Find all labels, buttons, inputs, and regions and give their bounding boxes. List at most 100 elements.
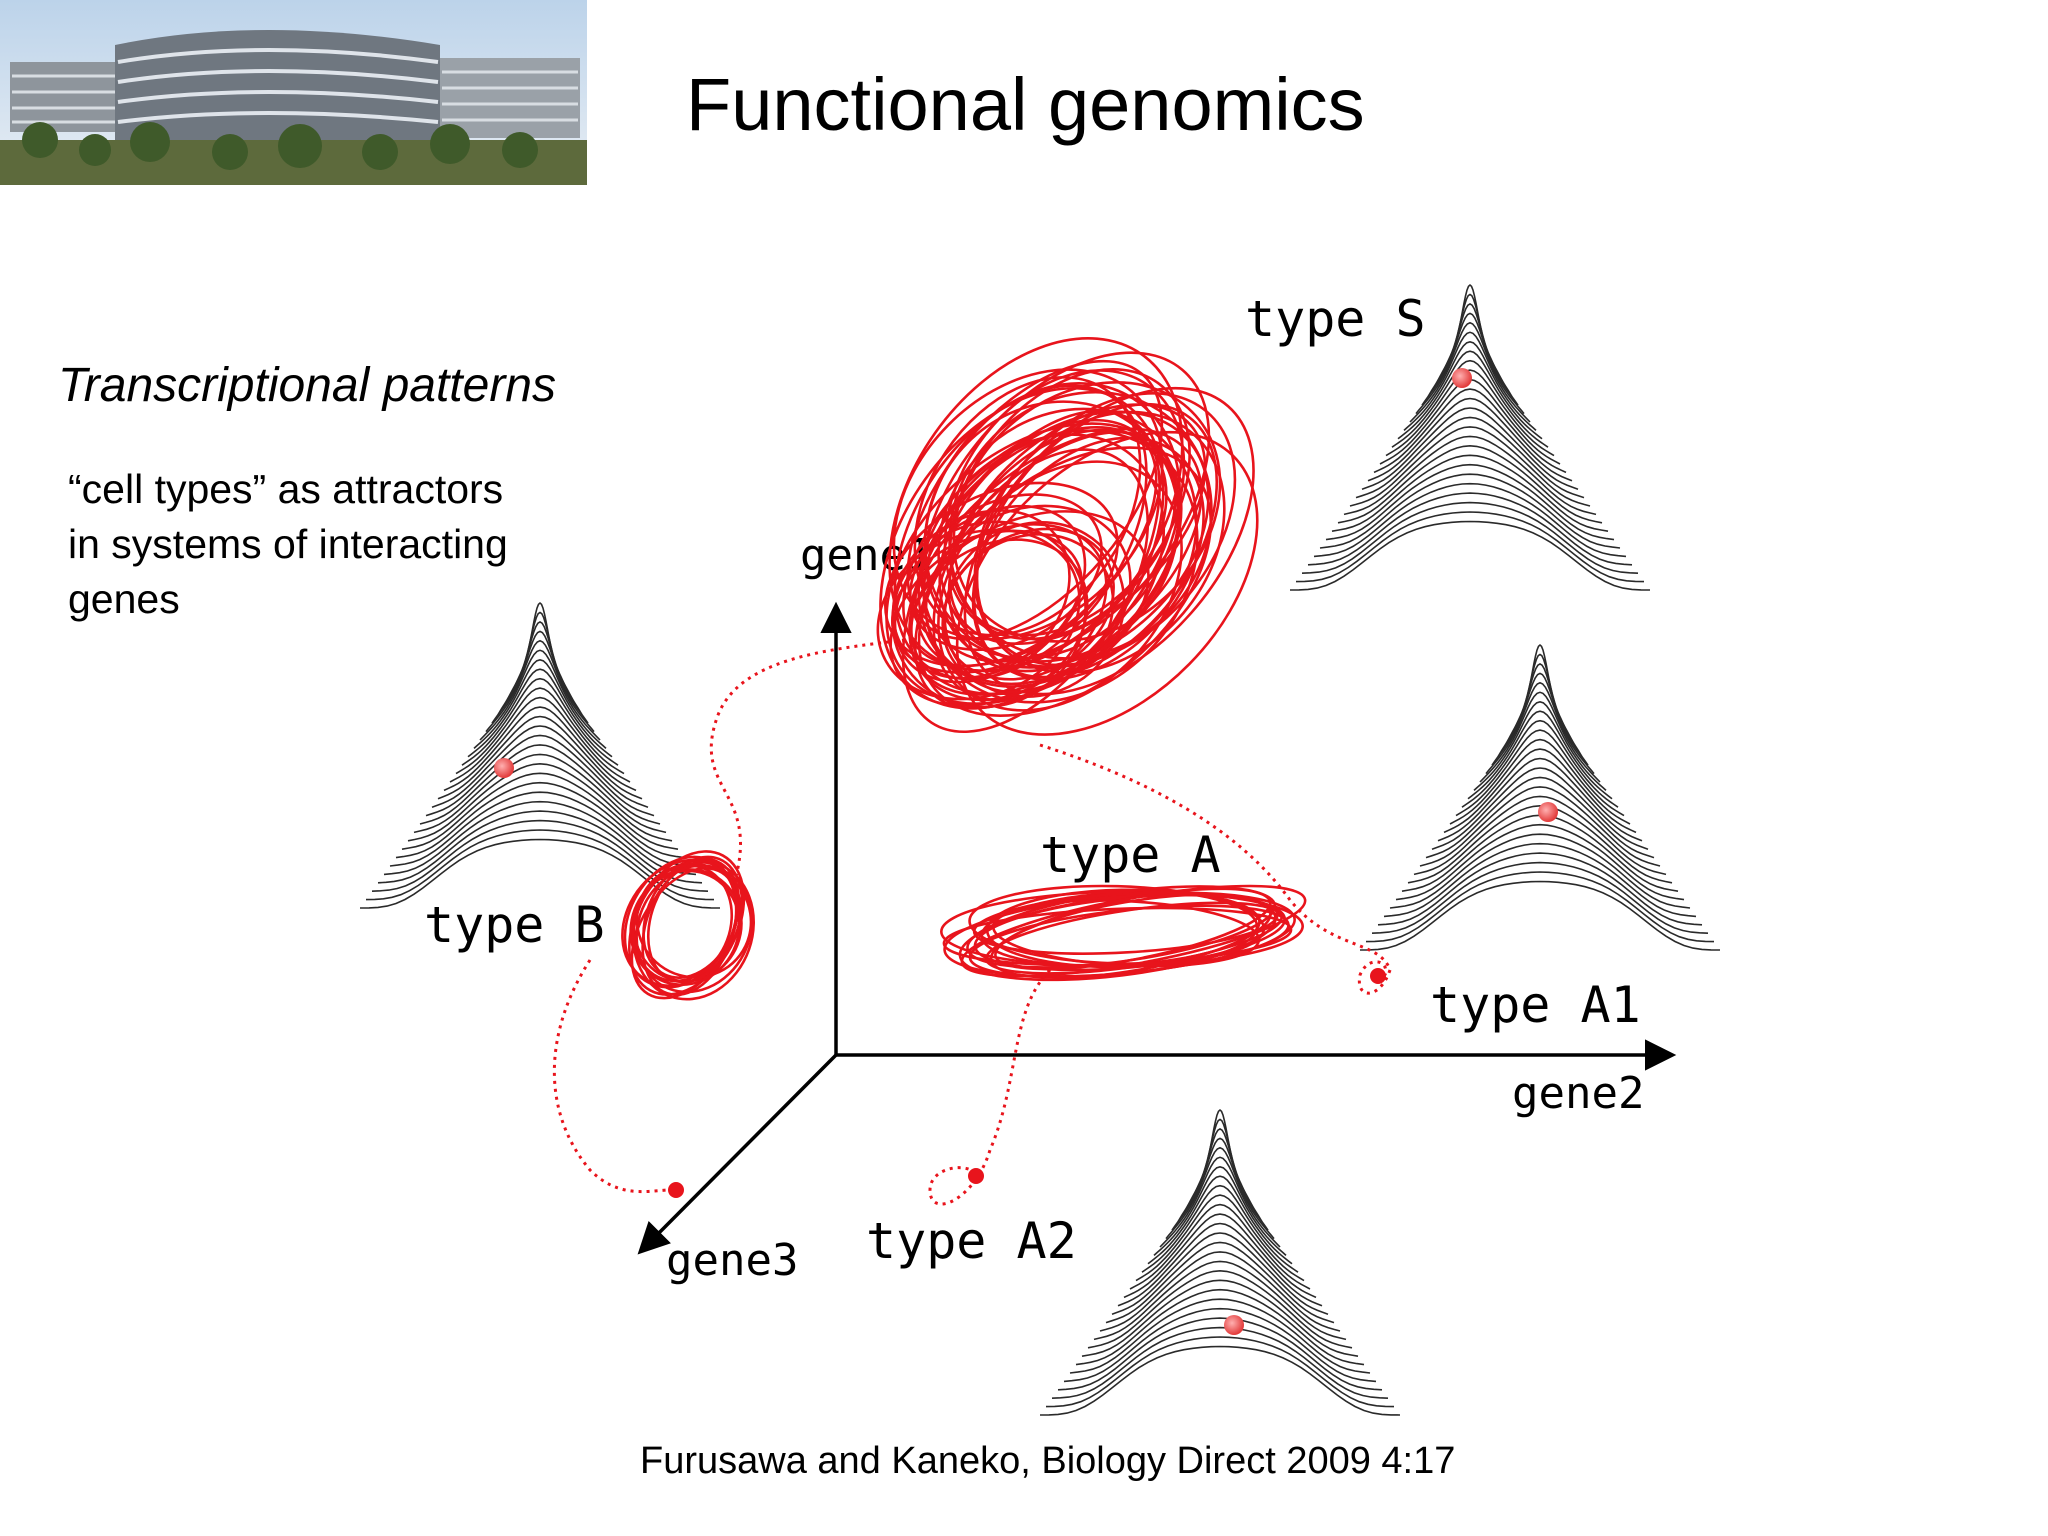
- landscape-contour: [1075, 1288, 1365, 1366]
- gene2-axis-label: gene2: [1512, 1068, 1644, 1119]
- landscape-contour: [455, 687, 625, 775]
- landscape-contour: [1391, 359, 1549, 448]
- landscape-contour: [1343, 435, 1597, 516]
- landscape-contour: [1407, 804, 1673, 884]
- landscape-contour: [1479, 691, 1601, 783]
- landscape-contour: [1129, 1203, 1311, 1290]
- trajectory-loop: [943, 369, 1186, 641]
- landscape-contour: [407, 762, 673, 842]
- landscape-contour: [1289, 520, 1651, 591]
- landscape-contour: [1307, 492, 1633, 566]
- state-ball: [494, 758, 514, 778]
- landscape-contour: [1057, 1317, 1383, 1391]
- landscape-contour: [1177, 1127, 1263, 1223]
- landscape-contour: [467, 668, 613, 758]
- landscape-contour: [1389, 833, 1691, 909]
- landscape-contour: [1415, 321, 1525, 415]
- landscape-contour: [383, 800, 697, 876]
- landscape-contour: [1421, 312, 1519, 406]
- landscape-contour: [1395, 823, 1685, 901]
- landscape-contour: [1461, 719, 1619, 808]
- trajectory-loop: [941, 533, 1115, 694]
- trajectory-loop: [893, 504, 1087, 684]
- landscape-contour: [1455, 729, 1625, 817]
- endpoint-gene3: [668, 1182, 684, 1198]
- type-a2-label: type A2: [866, 1212, 1077, 1270]
- attractor-type-b: [621, 850, 755, 1001]
- landscape-contour: [1093, 1260, 1347, 1341]
- landscape-contour: [1039, 1345, 1401, 1416]
- landscape-contour: [371, 819, 709, 892]
- trajectory-loop: [635, 864, 754, 994]
- landscape-contour: [1359, 880, 1721, 951]
- trajectory-loop: [924, 504, 1132, 686]
- landscape-contour: [1473, 700, 1607, 791]
- gene3-axis-label: gene3: [666, 1235, 798, 1286]
- landscape-contour: [1497, 662, 1583, 758]
- body-line: genes: [68, 576, 180, 622]
- trajectory-loop: [876, 528, 1081, 701]
- landscape-contour: [1449, 738, 1631, 825]
- body-line: “cell types” as attractors: [68, 466, 504, 512]
- landscape-type-b: [359, 601, 721, 909]
- landscape-contour: [1485, 681, 1595, 775]
- trajectory-loop: [629, 869, 741, 987]
- landscape-contour: [1313, 482, 1627, 558]
- landscape-contour: [419, 744, 661, 825]
- path-a1-loop: [1357, 960, 1392, 995]
- citation: Furusawa and Kaneko, Biology Direct 2009…: [640, 1440, 1456, 1482]
- landscape-contour: [1141, 1184, 1299, 1273]
- landscape-contour: [1069, 1298, 1371, 1374]
- landscape-contour: [425, 734, 655, 817]
- landscape-contour: [1443, 748, 1637, 834]
- landscape-contour: [1377, 852, 1703, 926]
- landscape-contour: [1301, 501, 1639, 574]
- landscape-contour: [1371, 861, 1709, 934]
- landscape-contour: [479, 649, 601, 741]
- path-b-to-gene3: [552, 959, 671, 1194]
- landscape-contour: [1413, 795, 1667, 876]
- landscape-contour: [1491, 672, 1589, 766]
- landscape-contour: [401, 772, 679, 850]
- landscape-contour: [1105, 1241, 1335, 1324]
- landscape-contour: [1051, 1326, 1389, 1399]
- trajectory-loop: [922, 429, 1199, 704]
- landscape-contour: [1325, 463, 1615, 541]
- trajectory-loop: [972, 891, 1279, 955]
- landscape-contour: [1045, 1336, 1395, 1408]
- landscape-contour: [1123, 1213, 1317, 1299]
- path-s-to-b: [709, 638, 906, 881]
- landscape-type-s: [1289, 283, 1651, 591]
- landscape-type-a2: [1039, 1108, 1401, 1416]
- landscape-contour: [1159, 1156, 1281, 1248]
- landscape-contour: [443, 706, 637, 792]
- trajectory-loop: [966, 885, 1277, 969]
- landscape-contour: [1331, 454, 1609, 532]
- attractor-type-a: [940, 884, 1307, 982]
- trajectory-loop: [968, 904, 1290, 978]
- landscape-contour: [1409, 331, 1531, 423]
- trajectory-loop: [908, 538, 1089, 702]
- building-photo: [0, 0, 587, 185]
- landscape-contour: [1111, 1232, 1329, 1315]
- landscape-contour: [1437, 757, 1643, 842]
- landscape-contour: [395, 781, 685, 859]
- trajectory-loop: [628, 850, 746, 996]
- axes: [637, 601, 1677, 1255]
- landscape-contour: [1361, 407, 1579, 490]
- landscape-contour: [1081, 1279, 1359, 1357]
- state-ball: [1538, 802, 1558, 822]
- trajectory-loop: [891, 509, 1071, 680]
- landscape-contour: [473, 658, 607, 749]
- trajectory-loop: [948, 403, 1207, 645]
- landscape-contour: [377, 810, 703, 884]
- landscape-contour: [1467, 710, 1613, 800]
- trajectory-loop: [937, 407, 1198, 669]
- landscape-contour: [491, 630, 589, 724]
- landscape-contour: [1319, 473, 1621, 549]
- landscape-contour: [437, 715, 643, 800]
- trajectory-loop: [955, 430, 1259, 736]
- type-a1-label: type A1: [1430, 976, 1641, 1034]
